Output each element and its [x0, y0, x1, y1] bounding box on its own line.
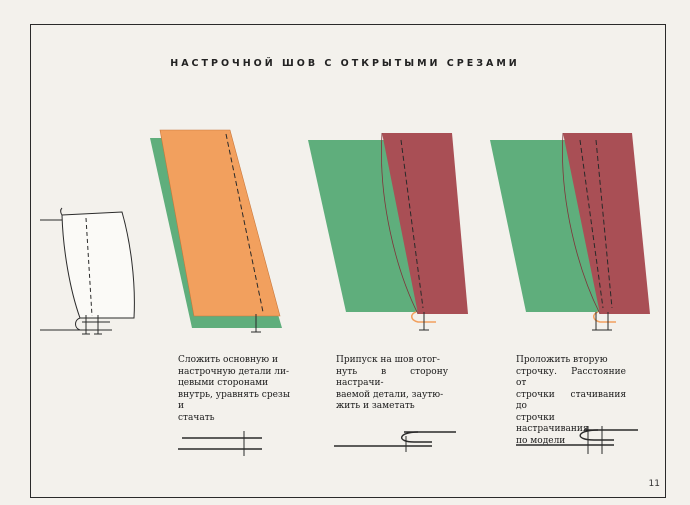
diagram-seam-2: [334, 431, 456, 452]
caption-line: настрочную детали ли-: [178, 366, 290, 377]
caption-line: нуть в сторону настрачи-: [336, 366, 448, 389]
page-title: НАСТРОЧНОЙ ШОВ С ОТКРЫТЫМИ СРЕЗАМИ: [170, 58, 520, 69]
caption-line: Проложить вторую: [516, 355, 608, 365]
page-frame: [30, 24, 666, 498]
diagram-seam-3: [516, 426, 638, 454]
maroon-fabric: [382, 133, 468, 314]
figure-sketch: [40, 207, 135, 335]
maroon-fabric: [563, 133, 650, 314]
green-fabric: [490, 140, 614, 312]
figure-step-3: [490, 132, 650, 331]
step-1-caption: Сложить основную и настрочную детали ли-…: [178, 355, 290, 424]
caption-line: строчки настрачивания: [516, 412, 589, 435]
orange-fabric: [159, 129, 281, 317]
caption-line: внутрь, уравнять срезы и: [178, 389, 290, 412]
diagram-seam-1: [178, 431, 262, 456]
figure-step-2: [308, 132, 468, 331]
page-number: 11: [648, 479, 660, 489]
caption-line: Сложить основную и: [178, 355, 278, 365]
caption-line: Припуск на шов отог-: [336, 355, 440, 365]
figure-step-1: [150, 129, 282, 333]
step-3-caption: Проложить вторую строчку. Расстояние от …: [516, 355, 626, 447]
caption-line: стачать: [178, 412, 215, 423]
caption-line: жить и заметать: [336, 401, 415, 411]
caption-line: по модели: [516, 435, 566, 446]
caption-line: строчку. Расстояние от: [516, 366, 626, 389]
step-2-caption: Припуск на шов отог- нуть в сторону наст…: [336, 355, 448, 413]
caption-line: цевыми сторонами: [178, 378, 269, 388]
caption-line: строчки стачивания до: [516, 389, 626, 412]
caption-line: ваемой детали, заутю-: [336, 389, 444, 400]
